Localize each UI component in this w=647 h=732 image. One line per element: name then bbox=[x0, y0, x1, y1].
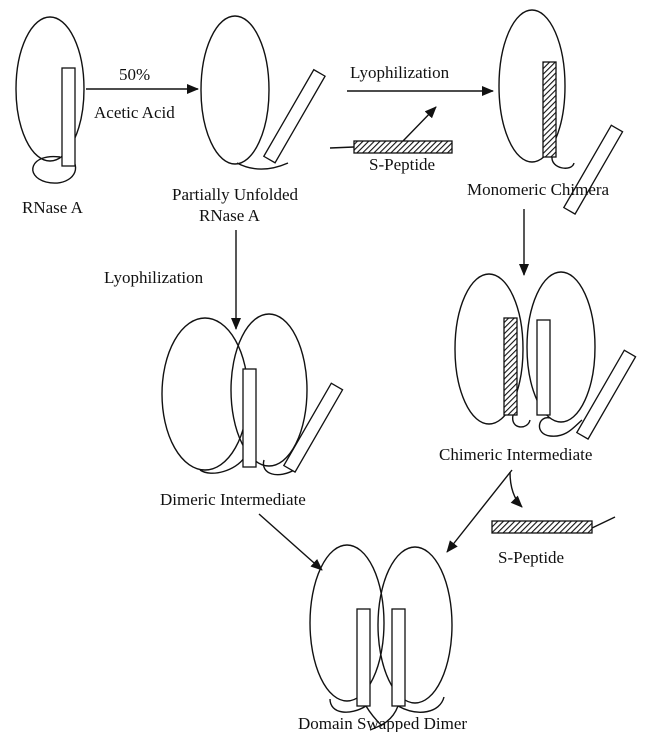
fifty-percent-label: 50% bbox=[119, 65, 150, 84]
acetic-acid-label: Acetic Acid bbox=[94, 103, 175, 122]
rnase-a-label: RNase A bbox=[22, 198, 84, 217]
s-peptide-bottom-tail bbox=[592, 517, 615, 528]
s-peptide-top-bar bbox=[354, 141, 452, 153]
dimeric-intermediate-label: Dimeric Intermediate bbox=[160, 490, 306, 509]
chimeric-intermediate-label: Chimeric Intermediate bbox=[439, 445, 592, 464]
lyophilization-top-label: Lyophilization bbox=[350, 63, 450, 82]
rnase-a-molecule bbox=[16, 17, 84, 183]
s-peptide-top-tail bbox=[330, 147, 354, 148]
s-peptide-top-label: S-Peptide bbox=[369, 155, 435, 174]
partially-unfolded-rnase-a-molecule bbox=[201, 16, 325, 169]
s-peptide-bottom-label: S-Peptide bbox=[498, 548, 564, 567]
domain-swapped-dimer-molecule bbox=[310, 545, 452, 730]
domain-swapped-dimer-label: Domain Swapped Dimer bbox=[298, 714, 467, 732]
s-peptide-release-arrow bbox=[510, 472, 522, 507]
chimeric-intermediate-molecule bbox=[455, 272, 636, 439]
chimeric-to-dimer-arrow bbox=[447, 470, 512, 552]
partially-unfolded-label-line2: RNase A bbox=[199, 206, 261, 225]
lyophilization-left-label: Lyophilization bbox=[104, 268, 204, 287]
s-peptide-bottom-bar bbox=[492, 521, 592, 533]
partially-unfolded-label-line1: Partially Unfolded bbox=[172, 185, 299, 204]
dimeric-to-dimer-arrow bbox=[259, 514, 322, 570]
s-peptide-join-arrow bbox=[403, 107, 436, 141]
dimeric-intermediate-molecule bbox=[162, 314, 343, 475]
monomeric-chimera-label: Monomeric Chimera bbox=[467, 180, 610, 199]
